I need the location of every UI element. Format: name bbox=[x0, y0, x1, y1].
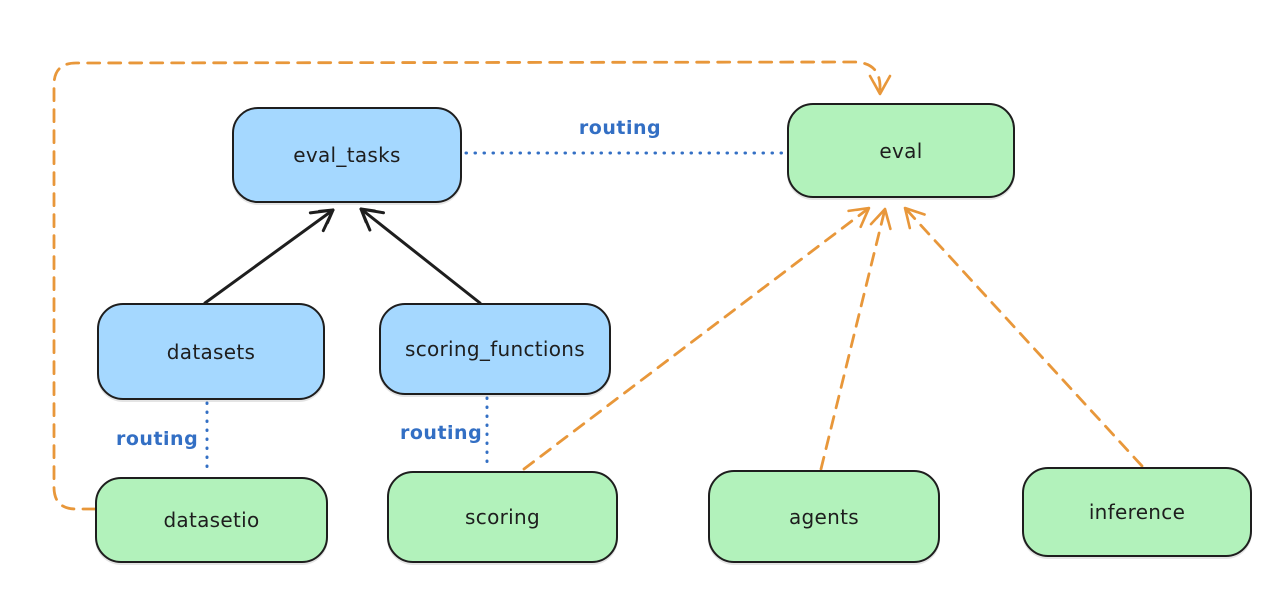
edge-agents-to-eval bbox=[819, 207, 892, 471]
node-datasets-label: datasets bbox=[166, 339, 256, 364]
node-inference[interactable]: inference bbox=[1022, 467, 1252, 557]
node-scoring[interactable]: scoring bbox=[387, 471, 618, 563]
edge-datasets-to-eval-tasks bbox=[203, 208, 335, 305]
node-inference-label: inference bbox=[1088, 500, 1186, 524]
edge-label-routing-scoring-functions-scoring: routing bbox=[400, 422, 483, 444]
node-datasets[interactable]: datasets bbox=[97, 303, 325, 400]
node-agents-label: agents bbox=[789, 504, 859, 529]
node-agents[interactable]: agents bbox=[708, 470, 940, 563]
edge-label-routing-datasets-datasetio: routing bbox=[116, 428, 199, 450]
node-scoring-label: scoring bbox=[465, 505, 540, 529]
edge-label-routing-eval-tasks-eval: routing bbox=[578, 117, 662, 139]
node-eval[interactable]: eval bbox=[787, 103, 1015, 198]
node-eval-tasks-label: eval_tasks bbox=[293, 143, 401, 167]
node-datasetio-label: datasetio bbox=[163, 508, 260, 532]
node-eval-tasks[interactable]: eval_tasks bbox=[232, 107, 462, 203]
node-eval-label: eval bbox=[879, 138, 923, 163]
edge-scoring-functions-to-eval-tasks bbox=[359, 207, 482, 305]
node-datasetio[interactable]: datasetio bbox=[95, 477, 328, 563]
node-scoring-functions[interactable]: scoring_functions bbox=[379, 303, 611, 395]
edge-inference-to-eval bbox=[903, 206, 1144, 468]
node-scoring-functions-label: scoring_functions bbox=[404, 337, 586, 361]
